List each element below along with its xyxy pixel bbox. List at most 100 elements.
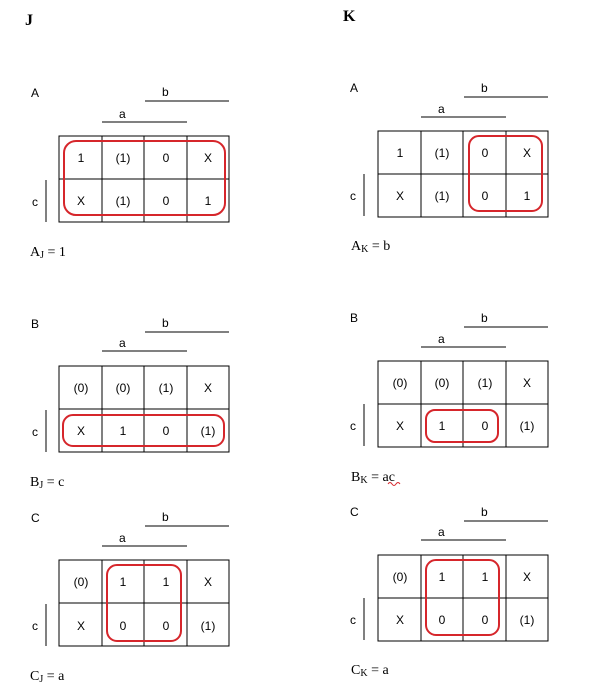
label-a: a <box>119 107 126 121</box>
grouping-ring <box>63 140 226 216</box>
cell: X <box>396 613 404 627</box>
cell: (1) <box>478 376 493 390</box>
cell: X <box>523 570 531 584</box>
kmap-j-b: B b a c (0) (0) (1) X X 1 0 (1) BJ = c <box>30 316 230 491</box>
cell: 1 <box>439 419 446 433</box>
kmap-name: B <box>350 311 358 325</box>
cell: (0) <box>435 376 450 390</box>
cell: X <box>77 424 85 438</box>
cell: X <box>396 419 404 433</box>
cell: X <box>396 189 404 203</box>
label-c: c <box>350 613 356 627</box>
cell: (1) <box>435 146 450 160</box>
cell: 1 <box>163 575 170 589</box>
label-a: a <box>438 332 445 346</box>
grouping-ring <box>425 409 499 443</box>
cell: (1) <box>520 419 535 433</box>
cell: 0 <box>163 424 170 438</box>
label-b: b <box>162 85 169 99</box>
label-b: b <box>162 316 169 330</box>
equation: CK = a <box>351 663 389 679</box>
label-c: c <box>350 189 356 203</box>
label-c: c <box>32 425 38 439</box>
cell: (0) <box>116 381 131 395</box>
cell: 0 <box>163 151 170 165</box>
cell: 1 <box>120 424 127 438</box>
kmap-grid <box>58 559 230 647</box>
kmap-k-c: C b a c (0) 1 1 X X 0 0 (1) CK = a <box>350 505 549 679</box>
spellcheck-squiggle <box>387 482 401 486</box>
label-c: c <box>32 195 38 209</box>
equation: BK = ac <box>351 470 395 486</box>
label-b: b <box>481 505 488 519</box>
cell: 1 <box>120 575 127 589</box>
label-b: b <box>162 510 169 524</box>
kmap-name: C <box>31 511 40 525</box>
kmap-k-b: B b a c (0) (0) (1) X X 1 0 (1) BK = ac <box>350 311 549 486</box>
cell: (1) <box>435 189 450 203</box>
cell: X <box>523 146 531 160</box>
kmap-name: A <box>350 81 358 95</box>
cell: 0 <box>482 419 489 433</box>
cell: (0) <box>393 570 408 584</box>
grouping-ring <box>425 559 500 636</box>
cell: (0) <box>74 381 89 395</box>
equation: AK = b <box>351 239 390 255</box>
grouping-ring <box>62 414 225 447</box>
kmap-name: A <box>31 86 39 100</box>
kmap-grid <box>377 130 549 218</box>
label-a: a <box>438 525 445 539</box>
kmap-j-c: C b a c (0) 1 1 X X 0 0 (1) CJ = a <box>30 510 230 685</box>
label-a: a <box>438 102 445 116</box>
equation: AJ = 1 <box>30 245 66 261</box>
kmap-grid <box>377 554 549 642</box>
kmap-name: B <box>31 317 39 331</box>
kmap-grid <box>58 365 230 453</box>
label-b: b <box>481 81 488 95</box>
cell: 1 <box>439 570 446 584</box>
cell: 0 <box>163 619 170 633</box>
label-c: c <box>32 619 38 633</box>
kmap-j-a: A b a c 1 (1) 0 X X (1) 0 1 AJ = 1 <box>30 85 230 261</box>
cell: 0 <box>120 619 127 633</box>
equation: BJ = c <box>30 475 64 491</box>
cell: (1) <box>116 151 131 165</box>
cell: X <box>77 194 85 208</box>
kmap-grid <box>377 360 549 448</box>
cell: (0) <box>74 575 89 589</box>
equation: CJ = a <box>30 669 65 685</box>
cell: X <box>77 619 85 633</box>
label-b: b <box>481 311 488 325</box>
label-c: c <box>350 419 356 433</box>
cell: (1) <box>159 381 174 395</box>
cell: 0 <box>482 146 489 160</box>
cell: 0 <box>482 613 489 627</box>
cell: X <box>204 575 212 589</box>
cell: X <box>204 381 212 395</box>
cell: 0 <box>439 613 446 627</box>
cell: (0) <box>393 376 408 390</box>
cell: X <box>523 376 531 390</box>
cell: 0 <box>482 189 489 203</box>
cell: (1) <box>201 424 216 438</box>
cell: (1) <box>201 619 216 633</box>
grouping-ring <box>106 564 182 642</box>
cell: 1 <box>397 146 404 160</box>
cell: X <box>204 151 212 165</box>
kmap-k-a: A b a c 1 (1) 0 X X (1) 0 1 AK = b <box>350 81 549 255</box>
cell: 1 <box>205 194 212 208</box>
cell: (1) <box>520 613 535 627</box>
column-title-j: J <box>25 12 33 29</box>
kmap-name: C <box>350 505 359 519</box>
cell: (1) <box>116 194 131 208</box>
cell: 1 <box>482 570 489 584</box>
grouping-ring <box>468 135 543 212</box>
label-a: a <box>119 531 126 545</box>
column-title-k: K <box>343 8 356 25</box>
label-a: a <box>119 336 126 350</box>
cell: 1 <box>524 189 531 203</box>
cell: 0 <box>163 194 170 208</box>
cell: 1 <box>78 151 85 165</box>
kmap-grid <box>58 135 230 223</box>
